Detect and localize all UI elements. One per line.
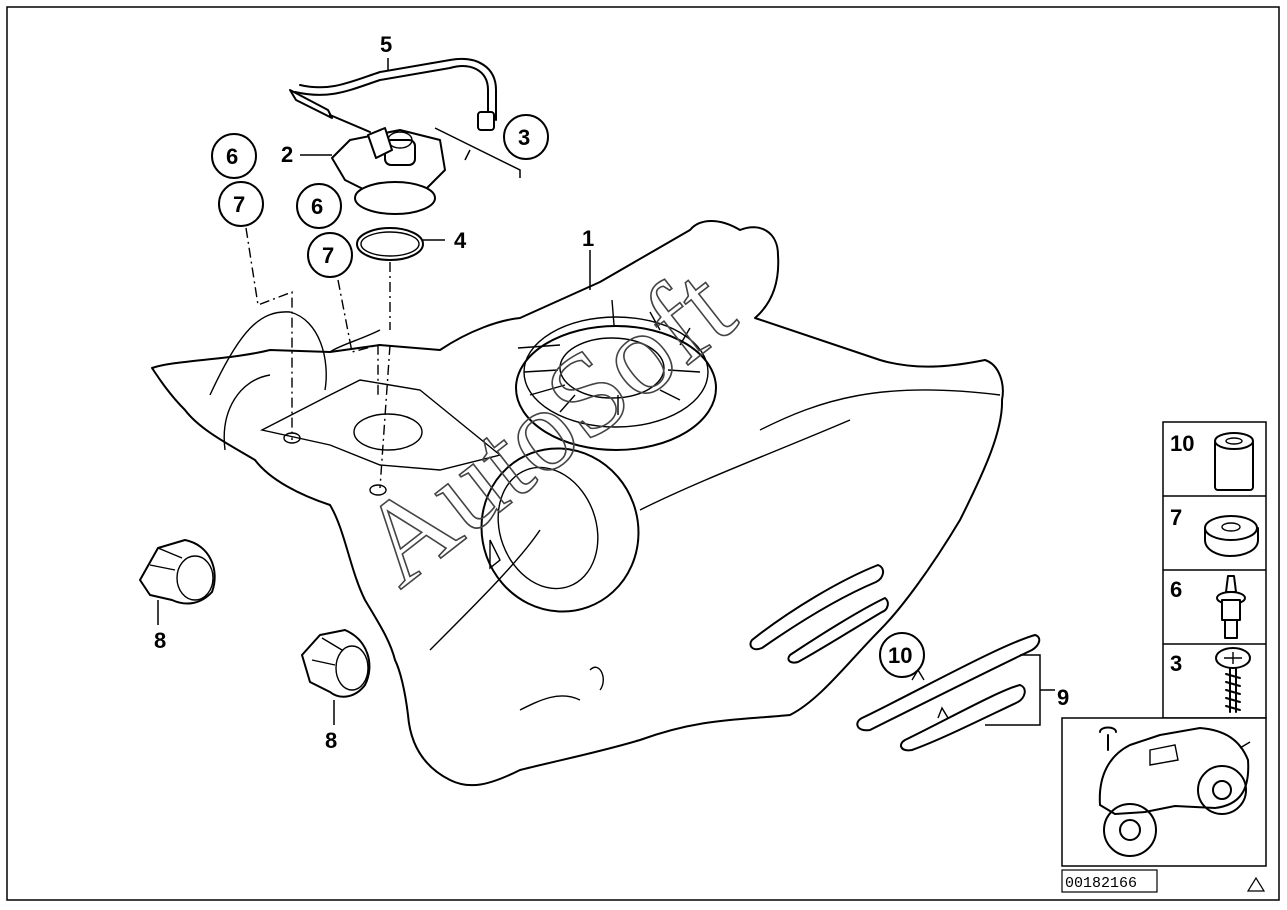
callout-10: 10 <box>888 643 912 668</box>
motorcycle-icon <box>1061 717 1267 867</box>
fuel-tank-drawing <box>151 220 1004 787</box>
vent-hose-drawing <box>294 57 497 121</box>
callout-9: 9 <box>1057 685 1069 710</box>
screw-icon <box>1215 647 1251 713</box>
triangle-icon <box>1246 876 1266 892</box>
spacer-sleeve-icon <box>1214 432 1254 491</box>
bushing-left-drawing <box>139 539 216 605</box>
callout-4: 4 <box>454 228 467 253</box>
legend-label-7: 7 <box>1170 505 1182 530</box>
legend-label-10: 10 <box>1170 431 1194 456</box>
callout-3: 3 <box>518 125 530 150</box>
callout-6-left: 6 <box>226 144 238 169</box>
callout-2: 2 <box>281 142 293 167</box>
diagram-frame <box>6 6 1280 901</box>
callout-5: 5 <box>380 32 392 57</box>
callout-7-left: 7 <box>233 192 245 217</box>
legend-panel: 10 7 6 3 <box>1162 421 1267 719</box>
o-ring-drawing <box>356 227 424 261</box>
legend-label-3: 3 <box>1170 651 1182 676</box>
catalog-number: 00182166 <box>1065 875 1137 892</box>
legend-label-6: 6 <box>1170 577 1182 602</box>
bushing-right-drawing <box>301 629 371 698</box>
callout-8-left: 8 <box>154 628 166 653</box>
callout-7-right: 7 <box>322 243 334 268</box>
expanding-rivet-icon <box>1216 575 1246 639</box>
fuel-cover-drawing <box>331 127 446 215</box>
callout-1: 1 <box>582 226 594 251</box>
rubber-washer-icon <box>1204 515 1259 557</box>
callout-8-right: 8 <box>325 728 337 753</box>
callout-6-right: 6 <box>311 194 323 219</box>
